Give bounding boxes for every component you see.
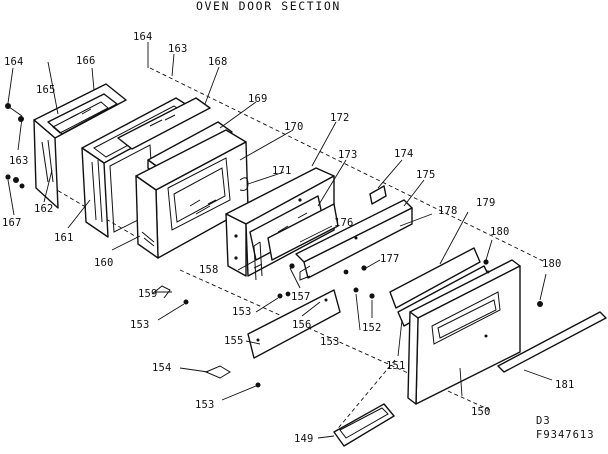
callout-181: 181 [555, 379, 575, 391]
callout-166: 166 [76, 55, 96, 67]
callout-160: 160 [94, 257, 114, 269]
screw-167 [5, 174, 11, 180]
screw-180 [483, 259, 543, 307]
callout-153: 153 [320, 336, 340, 348]
clip-154 [204, 365, 231, 379]
trim-panel-155 [247, 289, 341, 359]
callout-154: 154 [152, 362, 172, 374]
callout-173: 173 [338, 149, 358, 161]
door-handle-181 [497, 311, 607, 373]
callout-149: 149 [294, 433, 314, 445]
callout-163: 163 [168, 43, 188, 55]
screw-163-left [13, 116, 25, 189]
screw-164-left [5, 103, 23, 117]
callout-164: 164 [4, 56, 24, 68]
callout-170: 170 [284, 121, 304, 133]
callout-171: 171 [272, 165, 292, 177]
callout-162: 162 [34, 203, 54, 215]
callout-180: 180 [542, 258, 562, 270]
callout-161: 161 [54, 232, 74, 244]
callout-labels: 164 164 163 163 165 166 168 169 170 172 … [2, 31, 575, 445]
callout-167: 167 [2, 217, 22, 229]
callout-174: 174 [394, 148, 414, 160]
channel-175 [295, 199, 413, 281]
drawing-code: D3 [536, 415, 551, 427]
callout-178: 178 [438, 205, 458, 217]
callout-156: 156 [292, 319, 312, 331]
callout-180: 180 [490, 226, 510, 238]
screw-153 [255, 287, 359, 388]
callout-159: 159 [138, 288, 158, 300]
gasket-149 [333, 403, 395, 447]
callout-157: 157 [291, 291, 311, 303]
callout-168: 168 [208, 56, 228, 68]
callout-176: 176 [334, 217, 354, 229]
callout-158: 158 [199, 264, 219, 276]
screw-157 [285, 263, 295, 297]
callout-153: 153 [195, 399, 215, 411]
leader-lines [7, 42, 553, 439]
screw-152 [369, 293, 375, 299]
door-liner-160 [135, 129, 249, 259]
callout-163: 163 [9, 155, 29, 167]
callout-155: 155 [224, 335, 244, 347]
callout-164: 164 [133, 31, 153, 43]
door-glass-frame-166 [33, 83, 127, 209]
hinge-bracket-158 [253, 241, 263, 281]
screw-177 [343, 265, 367, 275]
outer-door-150 [407, 259, 521, 405]
glass-panel-168 [117, 97, 211, 150]
callout-153: 153 [232, 306, 252, 318]
callout-150: 150 [471, 406, 491, 418]
callout-177: 177 [380, 253, 400, 265]
callout-175: 175 [416, 169, 436, 181]
figure-number: F9347613 [536, 429, 595, 441]
callout-169: 169 [248, 93, 268, 105]
diagram-title: OVEN DOOR SECTION [196, 0, 341, 13]
handle-bracket-174 [369, 185, 387, 205]
glass-panel-179 [389, 247, 481, 309]
callout-152: 152 [362, 322, 382, 334]
callout-172: 172 [330, 112, 350, 124]
callout-151: 151 [386, 360, 406, 372]
callout-153: 153 [130, 319, 150, 331]
spacer-176 [267, 203, 339, 261]
clip-159 [151, 285, 189, 305]
callout-179: 179 [476, 197, 496, 209]
callout-165: 165 [36, 84, 56, 96]
